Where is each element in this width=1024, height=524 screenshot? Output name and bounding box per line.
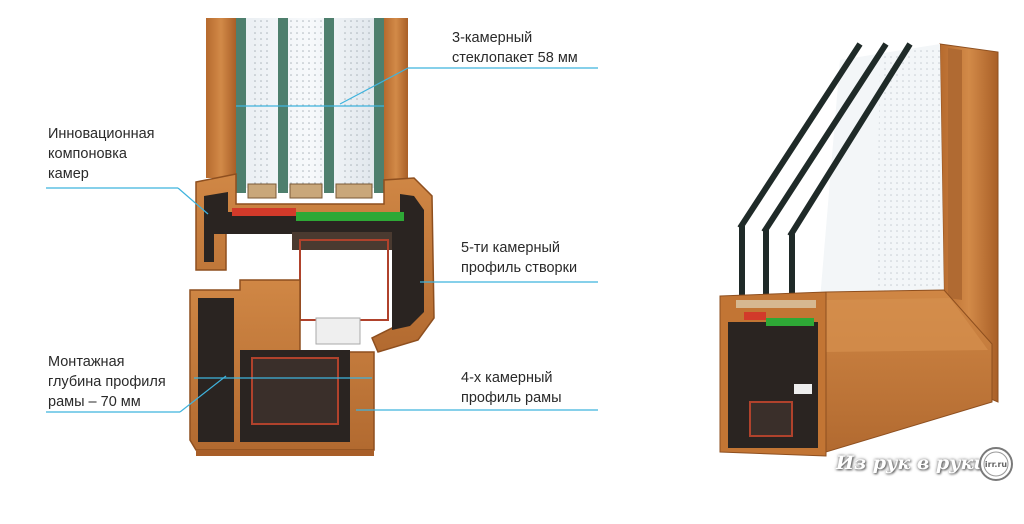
- mounting-depth-line-2: глубина профиля: [48, 374, 166, 390]
- watermark-text: Из рук в руки: [836, 452, 988, 474]
- frame-profile-label: 4-х камерный профиль рамы: [461, 368, 562, 408]
- glass-unit-line-2: стеклопакет 58 мм: [452, 50, 578, 66]
- mounting-depth-label: Монтажная глубина профиля рамы – 70 мм: [48, 352, 166, 412]
- callout-lines: [46, 67, 598, 413]
- mounting-depth-line-1: Монтажная: [48, 354, 125, 370]
- mounting-depth-line-3: рамы – 70 мм: [48, 394, 141, 410]
- watermark-seal-icon: irr.ru: [979, 447, 1013, 481]
- watermark: Из рук в руки irr.ru: [832, 446, 1018, 486]
- glass-unit-line-1: 3-камерный: [452, 30, 533, 46]
- watermark-seal-text: irr.ru: [985, 460, 1007, 469]
- frame-profile-line-2: профиль рамы: [461, 390, 562, 406]
- innovative-layout-label: Инновационная компоновка камер: [48, 124, 155, 184]
- frame-profile-line-1: 4-х камерный: [461, 370, 553, 386]
- glass-unit-label: 3-камерный стеклопакет 58 мм: [452, 28, 578, 68]
- sash-profile-label: 5-ти камерный профиль створки: [461, 238, 577, 278]
- sash-profile-line-1: 5-ти камерный: [461, 240, 561, 256]
- innovative-layout-line-2: компоновка: [48, 146, 127, 162]
- window-corner-3d-view-icon: [719, 42, 999, 457]
- window-profile-cross-section-icon: [189, 18, 435, 456]
- sash-profile-line-2: профиль створки: [461, 260, 578, 276]
- innovative-layout-line-1: Инновационная: [48, 126, 155, 142]
- innovative-layout-line-3: камер: [48, 166, 89, 182]
